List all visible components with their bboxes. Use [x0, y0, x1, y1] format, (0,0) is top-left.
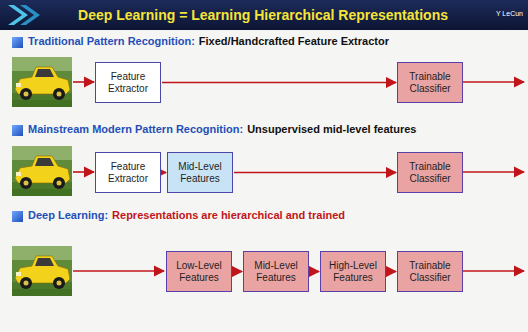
feature-extractor-box: Feature Extractor [95, 152, 161, 193]
title-chevron [20, 5, 40, 25]
box-label: Trainable Classifier [398, 69, 462, 96]
bullet-square [12, 37, 23, 48]
input-arrow [73, 270, 164, 272]
trainable-box: High-Level Features [320, 251, 386, 292]
bullet-square [12, 125, 23, 136]
heading-text: Representations are hierarchical and tra… [112, 209, 345, 221]
trainable-box: Trainable Classifier [397, 152, 463, 193]
car-photo [12, 57, 72, 107]
output-arrow [459, 270, 524, 272]
section-heading: Mainstream Modern Pattern Recognition: Un… [28, 123, 416, 135]
section-heading: Deep Learning: Representations are hierar… [28, 209, 345, 221]
input-arrow [73, 171, 94, 173]
box-label: Trainable Classifier [398, 258, 462, 285]
heading-text: Deep Learning: [28, 209, 108, 221]
flow-arrow [387, 271, 396, 273]
trainable-box: Trainable Classifier [397, 62, 463, 103]
box-label: Low-Level Features [167, 258, 231, 285]
input-arrow [73, 81, 94, 83]
slide-title: Deep Learning = Learning Hierarchical Re… [78, 7, 448, 23]
author-label: Y LeCun [496, 10, 523, 17]
heading-text: Unsupervised mid-level features [247, 123, 416, 135]
flow-arrow [162, 172, 166, 174]
trainable-box: Low-Level Features [166, 251, 232, 292]
heading-text: Fixed/Handcrafted Feature Extractor [199, 35, 389, 47]
box-label: Mid-Level Features [168, 159, 232, 186]
flow-arrow [233, 271, 242, 273]
box-label: Trainable Classifier [398, 159, 462, 186]
heading-text: Mainstream Modern Pattern Recognition: [28, 123, 243, 135]
section-heading: Traditional Pattern Recognition: Fixed/Ha… [28, 35, 389, 47]
box-label: Feature Extractor [96, 69, 160, 96]
box-label: Mid-Level Features [244, 258, 308, 285]
flow-arrow [310, 271, 319, 273]
flow-arrow [162, 82, 396, 84]
output-arrow [459, 81, 524, 83]
flow-arrow [234, 172, 396, 174]
car-photo [12, 146, 72, 196]
output-arrow [459, 171, 524, 173]
trainable-box: Trainable Classifier [397, 251, 463, 292]
box-label: High-Level Features [321, 258, 385, 285]
car-photo [12, 246, 72, 296]
title-bar [0, 0, 528, 30]
box-label: Feature Extractor [96, 159, 160, 186]
feature-extractor-box: Feature Extractor [95, 62, 161, 103]
trainable-box: Mid-Level Features [243, 251, 309, 292]
heading-text: Traditional Pattern Recognition: [28, 35, 195, 47]
mid-level-box: Mid-Level Features [167, 152, 233, 193]
bullet-square [12, 211, 23, 222]
